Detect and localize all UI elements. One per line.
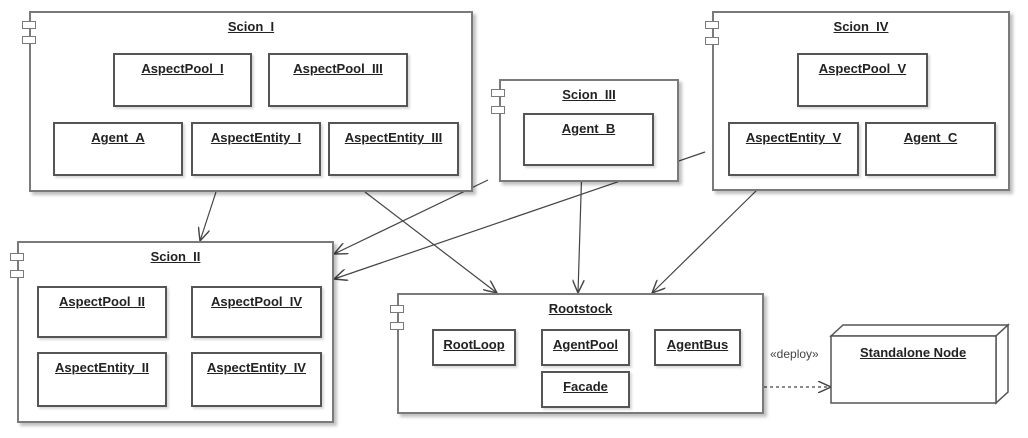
part-agentbus[interactable]: AgentBus bbox=[654, 329, 741, 366]
component-tab-icon bbox=[390, 305, 404, 313]
component-tab-icon bbox=[22, 36, 36, 44]
component-scion-iv[interactable]: Scion_IV AspectPool_V AspectEntity_V Age… bbox=[712, 11, 1010, 191]
component-tab-icon bbox=[705, 21, 719, 29]
arrow-scion-iii-to-scion-ii bbox=[334, 179, 489, 254]
component-tab-icon bbox=[10, 270, 24, 278]
deploy-label: «deploy» bbox=[770, 347, 819, 361]
part-aspectentity-iii[interactable]: AspectEntity_III bbox=[328, 122, 459, 176]
component-title: Scion_I bbox=[227, 19, 275, 34]
component-tab-icon bbox=[491, 89, 505, 97]
part-agent-a[interactable]: Agent_A bbox=[53, 122, 183, 176]
part-aspectentity-iv[interactable]: AspectEntity_IV bbox=[191, 352, 322, 407]
part-aspectentity-ii[interactable]: AspectEntity_II bbox=[37, 352, 167, 407]
part-aspectentity-i[interactable]: AspectEntity_I bbox=[191, 122, 321, 176]
part-aspectpool-i[interactable]: AspectPool_I bbox=[113, 53, 252, 107]
component-tab-icon bbox=[491, 106, 505, 114]
arrow-scion-i-to-scion-ii bbox=[200, 191, 217, 241]
component-title: Rootstock bbox=[548, 301, 613, 316]
component-tab-icon bbox=[705, 37, 719, 45]
part-aspectpool-v[interactable]: AspectPool_V bbox=[797, 53, 928, 107]
arrow-scion-i-to-rootstock bbox=[364, 191, 497, 293]
part-agent-c[interactable]: Agent_C bbox=[865, 122, 996, 176]
component-rootstock[interactable]: Rootstock RootLoop AgentPool AgentBus Fa… bbox=[397, 293, 764, 414]
standalone-node-label: Standalone Node bbox=[860, 345, 967, 360]
part-aspectpool-iii[interactable]: AspectPool_III bbox=[268, 53, 408, 107]
part-facade[interactable]: Facade bbox=[541, 371, 630, 408]
component-scion-i[interactable]: Scion_I AspectPool_I AspectPool_III Agen… bbox=[29, 11, 473, 192]
part-agentpool[interactable]: AgentPool bbox=[541, 329, 630, 366]
component-title: Scion_II bbox=[150, 249, 201, 264]
part-rootloop[interactable]: RootLoop bbox=[432, 329, 516, 366]
arrow-scion-iii-to-rootstock bbox=[578, 162, 582, 293]
component-tab-icon bbox=[390, 322, 404, 330]
component-title: Scion_III bbox=[562, 87, 616, 102]
component-scion-ii[interactable]: Scion_II AspectPool_II AspectPool_IV Asp… bbox=[17, 241, 334, 423]
part-agent-b[interactable]: Agent_B bbox=[523, 113, 654, 166]
part-aspectpool-ii[interactable]: AspectPool_II bbox=[37, 286, 167, 338]
arrow-scion-iv-to-rootstock bbox=[652, 189, 758, 293]
part-aspectentity-v[interactable]: AspectEntity_V bbox=[728, 122, 859, 176]
component-title: Scion_IV bbox=[833, 19, 889, 34]
standalone-node-shape bbox=[829, 323, 1010, 405]
component-tab-icon bbox=[22, 21, 36, 29]
part-aspectpool-iv[interactable]: AspectPool_IV bbox=[191, 286, 322, 338]
component-tab-icon bbox=[10, 253, 24, 261]
component-scion-iii[interactable]: Scion_III Agent_B bbox=[499, 79, 679, 182]
